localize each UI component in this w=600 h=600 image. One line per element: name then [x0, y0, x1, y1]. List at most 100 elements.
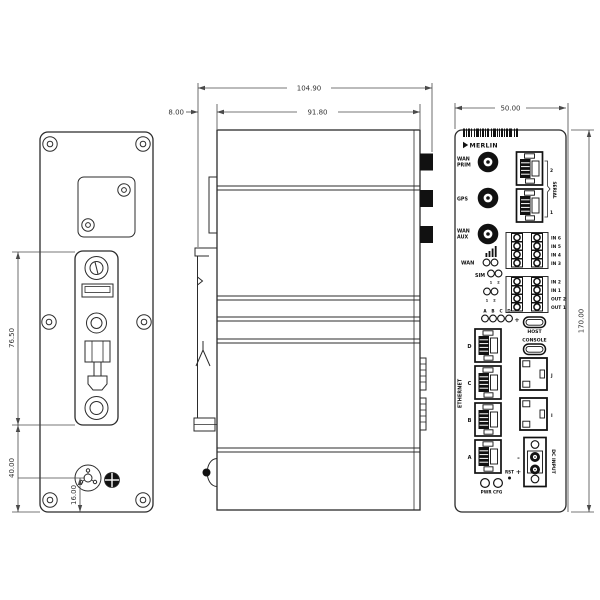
din-clip-profile	[193, 176, 218, 487]
dim-16-00: 16.00	[70, 485, 78, 505]
io-label-in4: IN 4	[551, 253, 561, 259]
aux-num-2: 2	[493, 298, 496, 303]
back-dimensions: 76.50 40.00 16.00	[8, 251, 85, 513]
host-port[interactable]: HOST	[522, 316, 547, 335]
aux-led-1	[483, 287, 491, 296]
brand-label: MERLIN	[470, 143, 498, 150]
sfp-label-j: J	[550, 373, 553, 379]
serial-ports: 2 SERIAL 1	[515, 151, 557, 223]
bracket-outline	[74, 250, 119, 426]
ethernet-ports: ETHERNET D C B A	[458, 328, 502, 474]
corner-screw	[135, 136, 151, 152]
wan-leds: WAN	[461, 246, 499, 267]
wan-prim-label-2: PRIM	[457, 163, 471, 169]
dc-input-label: DC INPUT	[550, 449, 556, 474]
plate-screw	[81, 218, 95, 232]
serial-port-1[interactable]	[515, 188, 544, 223]
eth-label-b: B	[468, 418, 472, 424]
eth-port-a[interactable]	[474, 439, 502, 474]
eth-port-c[interactable]	[474, 365, 502, 400]
aux-leds: 1 2	[483, 287, 499, 303]
io-block-top[interactable]: IN 6 IN 5 IN 4 IN 3	[505, 232, 561, 269]
bracket-screw-top	[84, 256, 109, 280]
dim-91-80: 91.80	[307, 109, 327, 117]
sfp-ports: J I	[519, 357, 553, 431]
dim-40-00: 40.00	[8, 458, 16, 478]
eth-port-b[interactable]	[474, 402, 502, 437]
sma-connector	[477, 151, 499, 173]
sim-label: SIM	[475, 273, 485, 279]
io-label-out2: OUT 2	[551, 297, 566, 303]
sim-led-2	[494, 269, 503, 278]
corner-screw	[135, 492, 151, 508]
access-plate	[77, 176, 136, 238]
sim-led-1	[487, 269, 495, 278]
reset-button[interactable]: RST	[505, 470, 514, 480]
serial-label: SERIAL	[551, 181, 557, 199]
io-label-out1: OUT 1	[551, 305, 566, 311]
ethernet-label: ETHERNET	[458, 378, 464, 408]
screw-slot	[94, 261, 99, 275]
io-label-in2: IN 2	[551, 280, 561, 286]
wan-led-2	[490, 258, 499, 267]
reset-pinhole[interactable]	[508, 476, 511, 480]
io-label-in3: IN 3	[551, 261, 561, 267]
eth-label-d: D	[467, 344, 471, 350]
serial-port-2[interactable]	[515, 151, 544, 186]
sim-num-1: 1	[490, 280, 493, 285]
side-body-outline	[216, 129, 421, 511]
wan-led-label: WAN	[461, 261, 474, 267]
sma-connector	[477, 223, 499, 245]
io-label-in6: IN 6	[551, 236, 561, 242]
sfp-label-i: I	[551, 413, 553, 419]
signal-bars-icon	[485, 253, 488, 257]
antenna-knobs-side	[420, 153, 433, 243]
aux-led-2	[490, 287, 499, 296]
dc-minus-label: -	[517, 454, 520, 462]
led-letter-c: C	[499, 309, 502, 314]
side-connector-bumps	[419, 357, 427, 431]
dc-plus-label: +	[516, 468, 521, 476]
cfg-led	[493, 478, 504, 489]
corner-screw	[42, 492, 58, 508]
bracket-screw-mid	[86, 312, 107, 334]
pwr-led	[480, 478, 491, 489]
bracket-screw-bottom	[84, 396, 109, 420]
io-plus-label: +	[514, 316, 519, 324]
eth-port-d[interactable]	[474, 328, 502, 363]
sfp-port-i[interactable]	[519, 397, 548, 431]
console-port[interactable]: CONSOLE	[522, 338, 547, 356]
io-block-bottom[interactable]: IN 2 IN 1 OUT 2 OUT 1	[505, 276, 566, 313]
io-label-in5: IN 5	[551, 244, 561, 250]
back-panel-outline	[39, 131, 154, 513]
sfp-port-j[interactable]	[519, 357, 548, 391]
wan-prim-label-1: WAN	[457, 157, 470, 163]
dim-50-00: 50.00	[500, 105, 520, 113]
latch-tab	[81, 283, 114, 298]
gps-label: GPS	[457, 197, 468, 203]
io-label-in1: IN 1	[551, 288, 561, 294]
dim-8-00: 8.00	[168, 109, 184, 117]
wan-aux-label-1: WAN	[457, 229, 470, 235]
led-letter-a: A	[483, 309, 487, 314]
wan-led-1	[482, 258, 491, 267]
din-rail-bracket	[74, 250, 119, 426]
corner-screw	[42, 136, 58, 152]
sim-num-2: 2	[497, 280, 500, 285]
earth-symbol	[104, 472, 120, 488]
side-body-seams	[217, 185, 420, 453]
gps-connector: GPS	[457, 187, 499, 209]
serial-num-1: 1	[550, 210, 553, 216]
dc-input[interactable]: - + DC INPUT	[516, 436, 556, 488]
aux-num-1: 1	[486, 298, 489, 303]
wan-aux-connector: WAN AUX	[457, 223, 499, 245]
edge-screw	[41, 314, 57, 330]
power-leds: PWR CFG	[480, 478, 504, 495]
back-view: 76.50 40.00 16.00	[8, 131, 154, 513]
host-label: HOST	[527, 329, 542, 335]
brand-logo-icon	[463, 141, 469, 149]
rst-label: RST	[505, 470, 514, 475]
abcd-leds: A B C D	[481, 309, 513, 323]
